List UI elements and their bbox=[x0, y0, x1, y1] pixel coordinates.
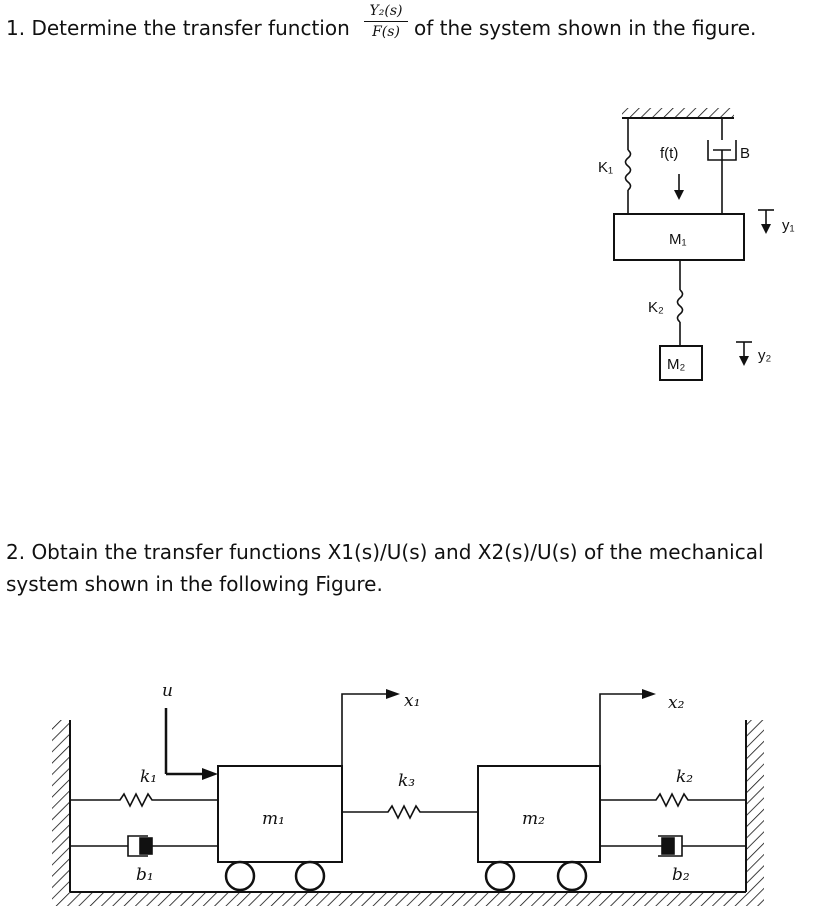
figure-1: K₁ f(t) B M₁ y₁ K₂ bbox=[598, 108, 795, 381]
y1-arrow bbox=[758, 209, 774, 234]
question-2-text: 2. Obtain the transfer functions X1(s)/U… bbox=[6, 540, 764, 596]
y2-arrow bbox=[736, 341, 752, 366]
right-wall-hatch bbox=[746, 720, 764, 892]
m1-wheel-right bbox=[294, 860, 326, 892]
transfer-function-fraction: Y₂(s) F(s) bbox=[360, 2, 412, 41]
m1-wheel-left bbox=[224, 860, 256, 892]
b1-label: b₁ bbox=[136, 865, 154, 885]
x1-arrow bbox=[341, 689, 400, 766]
fraction-numerator: Y₂(s) bbox=[369, 3, 403, 19]
question-1-text-end: of the system shown in the figure. bbox=[414, 16, 757, 40]
m1-label-2: m₁ bbox=[262, 809, 285, 829]
x2-arrow bbox=[599, 689, 656, 766]
fraction-bar bbox=[364, 21, 408, 22]
spring-k1-horizontal bbox=[70, 792, 218, 808]
y2-label: y₂ bbox=[758, 347, 772, 364]
fraction-denominator: F(s) bbox=[372, 24, 400, 40]
b2-label: b₂ bbox=[672, 865, 690, 885]
m2-wheel-left bbox=[484, 860, 516, 892]
damper-b2 bbox=[600, 835, 746, 857]
left-wall-hatch bbox=[52, 720, 70, 892]
force-label: f(t) bbox=[660, 145, 678, 162]
k2-label-2: k₂ bbox=[676, 767, 693, 787]
x2-label: x₂ bbox=[668, 693, 685, 713]
mass-m1 bbox=[613, 213, 745, 261]
m2-label: M₂ bbox=[667, 356, 685, 373]
k1-label-2: k₁ bbox=[140, 767, 157, 787]
figure-2: m₁ m₂ k₁ b₁ u k₃ bbox=[52, 681, 764, 906]
mass-m1-block bbox=[217, 765, 343, 863]
m1-label: M₁ bbox=[669, 231, 687, 248]
question-1-text: 1. Determine the transfer function bbox=[6, 16, 350, 40]
y1-label: y₁ bbox=[782, 217, 795, 234]
damper-b-label: B bbox=[740, 145, 750, 162]
force-arrow bbox=[674, 174, 684, 200]
spring-k3 bbox=[342, 804, 478, 820]
ground-hatch bbox=[52, 892, 764, 906]
k3-label: k₃ bbox=[398, 771, 415, 791]
damper-b1 bbox=[70, 835, 218, 857]
input-u-arrow bbox=[164, 708, 218, 780]
u-label: u bbox=[162, 681, 173, 701]
spring-k2-horizontal bbox=[600, 792, 746, 808]
k2-label: K₂ bbox=[648, 299, 664, 316]
mass-m2-block bbox=[477, 765, 601, 863]
x1-label: x₁ bbox=[404, 691, 420, 711]
mass-m2 bbox=[659, 345, 703, 381]
m2-wheel-right bbox=[556, 860, 588, 892]
spring-k2 bbox=[676, 260, 684, 346]
spring-k1 bbox=[624, 118, 632, 214]
k1-label: K₁ bbox=[598, 159, 613, 176]
damper-b bbox=[707, 118, 737, 214]
ceiling-hatch bbox=[622, 108, 734, 118]
m2-label-2: m₂ bbox=[522, 809, 545, 829]
